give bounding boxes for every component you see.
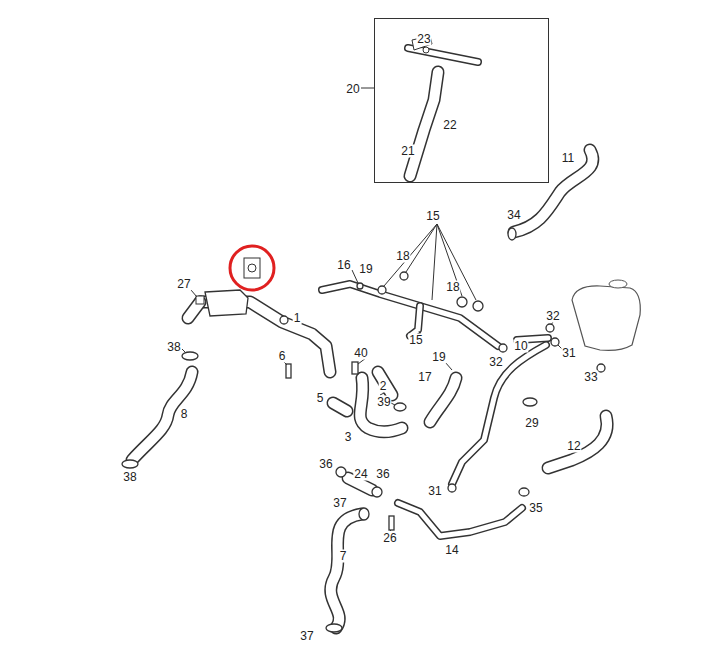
callout-number: 31 [427,485,442,498]
callout-number: 19 [431,351,446,364]
callout-number: 40 [353,347,368,360]
callout-number: 3 [344,431,353,444]
callout-number: 36 [318,458,333,471]
callout-number: 39 [376,396,391,409]
callout-number: 35 [528,502,543,515]
callout-number: 36 [375,468,390,481]
callout-number: 18 [445,281,460,294]
callout-number: 34 [506,209,521,222]
callout-number: 37 [332,497,347,510]
callout-number: 23 [416,33,431,46]
callout-number: 32 [545,310,560,323]
callout-number: 29 [524,417,539,430]
callout-number: 8 [180,408,189,421]
callout-number: 14 [444,544,459,557]
callout-number: 15 [408,334,423,347]
callout-number: 17 [417,371,432,384]
callout-number: 10 [513,340,528,353]
callout-number: 7 [339,550,348,563]
callout-number: 26 [382,532,397,545]
callout-number: 2 [379,380,388,393]
callout-number: 31 [561,347,576,360]
callout-number: 22 [442,119,457,132]
callout-number: 18 [395,250,410,263]
callout-number: 5 [316,392,325,405]
callout-number: 12 [566,440,581,453]
callout-number: 27 [176,278,191,291]
callout-number: 20 [345,83,360,96]
callout-number: 11 [561,152,575,165]
callout-number: 1 [293,312,302,325]
callout-number: 24 [353,468,368,481]
callout-number: 32 [488,356,503,369]
callout-number: 37 [299,630,314,643]
callout-number: 6 [278,350,287,363]
callout-number: 38 [166,341,181,354]
detail-box: 20232221 [374,18,549,183]
callout-number: 33 [583,371,598,384]
callout-number: 21 [400,145,415,158]
callout-number: 19 [358,263,373,276]
callout-number: 38 [122,471,137,484]
callout-number: 15 [425,210,440,223]
callout-number: 16 [336,259,351,272]
